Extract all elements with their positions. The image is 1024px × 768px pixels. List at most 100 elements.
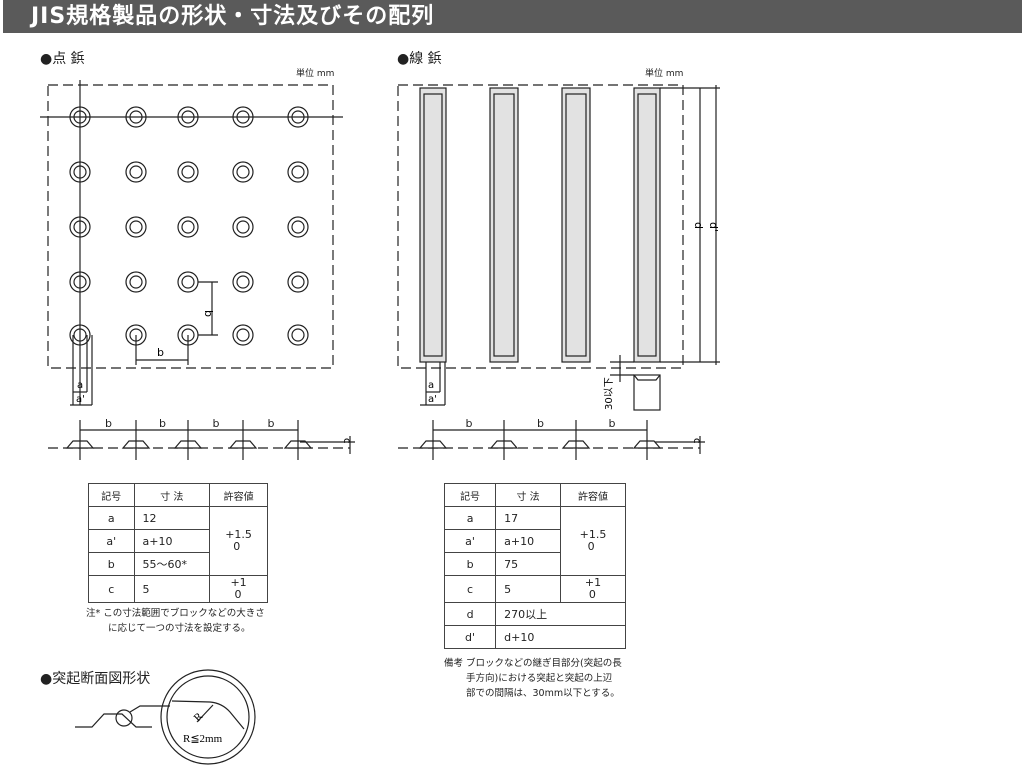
col-header: 寸 法 xyxy=(133,483,211,507)
profile-bump xyxy=(121,420,151,460)
dot-b-horizontal: b xyxy=(157,346,164,359)
line-bar xyxy=(419,87,447,363)
dot-stud xyxy=(287,216,309,238)
line-unit-label: 単位 mm xyxy=(645,69,684,79)
page-header: JIS規格製品の形状・寸法及びその配列 xyxy=(3,0,1022,33)
profile-bump xyxy=(65,420,95,460)
table-row: d'd+10 xyxy=(443,625,626,649)
note-line: 部での間隔は、30mm以下とする。 xyxy=(466,688,620,699)
b-dimension-label: b xyxy=(537,417,544,430)
tolerance-upper: +1 xyxy=(584,576,602,589)
dot-unit-label: 単位 mm xyxy=(296,69,335,79)
line-bars xyxy=(419,87,661,363)
b-dimension-label: b xyxy=(268,417,275,430)
b-dimension-label: b xyxy=(213,417,220,430)
dot-block-outline xyxy=(47,84,334,369)
b-dimension-label: b xyxy=(609,417,616,430)
value-cell: 55〜60* xyxy=(133,552,211,576)
profile-bump xyxy=(418,420,448,460)
dot-stud xyxy=(177,106,199,128)
dot-stud xyxy=(125,106,147,128)
b-dimension-label: b xyxy=(105,417,112,430)
dot-stud xyxy=(287,271,309,293)
value-cell: 17 xyxy=(495,506,562,530)
b-dimension-label: b xyxy=(466,417,473,430)
line-d-prime-label: d' xyxy=(707,222,720,232)
table-row: a'a+10 xyxy=(443,529,626,553)
dot-a-prime-label: a' xyxy=(76,394,85,405)
tolerance-lower: 0 xyxy=(587,540,595,553)
dot-stud xyxy=(177,161,199,183)
symbol-cell: d' xyxy=(443,625,497,649)
symbol-cell: a' xyxy=(88,529,135,553)
value-cell: a+10 xyxy=(495,529,562,553)
dot-stud xyxy=(232,161,254,183)
col-header: 記号 xyxy=(88,483,135,507)
dot-stud xyxy=(232,106,254,128)
note-line: 備考 ブロックなどの継ぎ目部分(突起の長 xyxy=(444,658,622,669)
dot-studs xyxy=(69,106,309,346)
dot-stud xyxy=(69,324,91,346)
dot-c-label: c xyxy=(341,438,352,444)
col-header: 寸 法 xyxy=(495,483,562,507)
b-dimension-label: b xyxy=(159,417,166,430)
dot-stud xyxy=(287,161,309,183)
profile-bump xyxy=(632,420,662,460)
dot-stud xyxy=(232,216,254,238)
tolerance-lower: 0 xyxy=(233,540,241,553)
note-line: に応じて一つの寸法を設定する。 xyxy=(108,623,251,634)
dot-stud xyxy=(287,106,309,128)
dot-stud xyxy=(232,271,254,293)
dot-stud xyxy=(177,271,199,293)
dot-stud xyxy=(69,216,91,238)
dot-stud xyxy=(125,161,147,183)
col-header: 許容値 xyxy=(209,483,268,507)
dot-block-title: ●点 鋲 xyxy=(40,51,85,67)
line-block-outline xyxy=(397,84,684,369)
tolerance-lower: 0 xyxy=(588,588,596,601)
dot-b-vertical: b xyxy=(202,310,215,317)
symbol-cell: d xyxy=(443,602,497,626)
value-cell: 5 xyxy=(133,575,211,603)
line-bar xyxy=(489,87,519,363)
dot-stud xyxy=(287,324,309,346)
profile-bumps xyxy=(65,420,662,460)
value-cell: 270以上 xyxy=(495,602,626,626)
dot-a-label: a xyxy=(77,380,83,391)
symbol-cell: b xyxy=(443,552,497,576)
profile-bump xyxy=(228,420,258,460)
line-gap-label: 30以下 xyxy=(604,377,615,410)
value-cell: 5 xyxy=(495,575,562,603)
symbol-cell: c xyxy=(88,575,135,603)
symbol-cell: a xyxy=(443,506,497,530)
cross-section-title: ●突起断面図形状 xyxy=(40,671,151,687)
col-header: 許容値 xyxy=(560,483,626,507)
dot-stud xyxy=(69,271,91,293)
note-line: 注* この寸法範囲でブロックなどの大きさ xyxy=(86,608,265,619)
symbol-cell: c xyxy=(443,575,497,603)
symbol-cell: a xyxy=(88,506,135,530)
line-bar xyxy=(561,87,591,363)
dot-note: 注* この寸法範囲でブロックなどの大きさに応じて一つの寸法を設定する。 xyxy=(86,606,265,636)
line-note: 備考 ブロックなどの継ぎ目部分(突起の長手方向)における突起と突起の上辺部での間… xyxy=(444,656,622,701)
tolerance-upper: +1.5 xyxy=(225,528,252,541)
line-a-prime-label: a' xyxy=(428,394,437,405)
profile-bump xyxy=(173,420,203,460)
line-d-label: d xyxy=(692,222,705,229)
col-header: 記号 xyxy=(443,483,497,507)
tolerance-upper: +1 xyxy=(230,576,247,589)
value-cell: a+10 xyxy=(133,529,211,553)
value-cell: d+10 xyxy=(495,625,626,649)
dot-stud xyxy=(177,216,199,238)
